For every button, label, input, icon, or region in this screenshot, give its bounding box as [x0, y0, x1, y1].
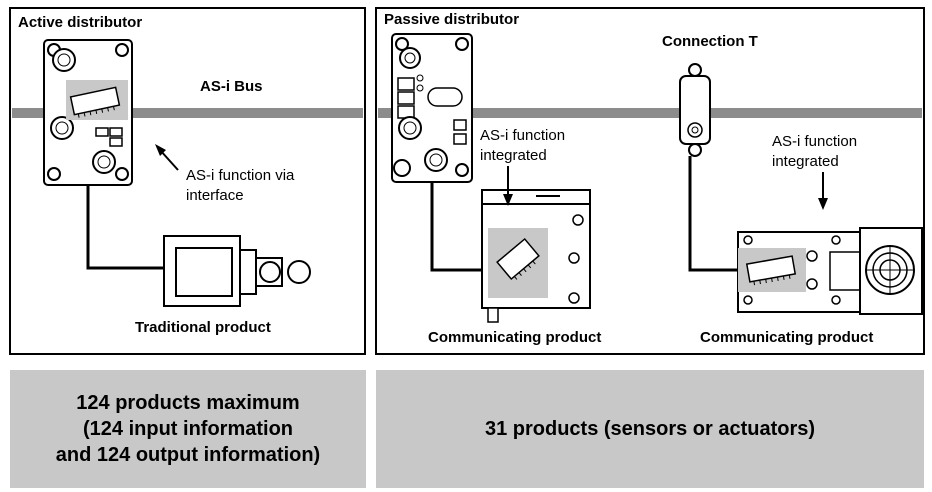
function-integrated-2-line2: integrated [772, 153, 839, 170]
as-i-bus-label: AS-i Bus [200, 78, 263, 95]
arrow-icon [818, 172, 828, 210]
as-i-bus-left [12, 108, 363, 118]
summary-left-line2: (124 input information [83, 418, 293, 440]
active-distributor-title: Active distributor [18, 14, 142, 31]
traditional-product-label: Traditional product [135, 319, 271, 336]
chip-icon [738, 248, 806, 292]
left-panel-frame [9, 7, 366, 355]
communicating-product-2 [737, 227, 923, 315]
cable-left [86, 185, 166, 270]
connection-t [679, 63, 711, 157]
function-via-interface-line1: AS-i function via [186, 167, 295, 184]
as-i-bus-right [378, 108, 922, 118]
arrow-icon [503, 166, 513, 206]
function-via-interface-line2: interface [186, 187, 244, 204]
summary-right-text: 31 products (sensors or actuators) [484, 418, 816, 440]
summary-right-box: 31 products (sensors or actuators) [376, 370, 924, 488]
function-integrated-1-line2: integrated [480, 147, 547, 164]
summary-left-line1: 124 products maximum [76, 392, 300, 414]
communicating-product-2-label: Communicating product [700, 329, 873, 346]
cable-right-2 [688, 156, 740, 272]
right-panel-frame [375, 7, 925, 355]
connection-t-label: Connection T [662, 33, 758, 50]
function-integrated-2-line1: AS-i function [772, 133, 857, 150]
chip-icon [488, 228, 548, 298]
communicating-product-1-label: Communicating product [428, 329, 601, 346]
passive-distributor [391, 33, 473, 183]
arrow-icon [155, 144, 179, 171]
function-integrated-1-line1: AS-i function [480, 127, 565, 144]
summary-left-line3: and 124 output information) [55, 444, 321, 466]
chip-icon [66, 80, 128, 120]
traditional-product [163, 235, 311, 307]
summary-left-box: 124 products maximum (124 input informat… [10, 370, 366, 488]
passive-distributor-title: Passive distributor [384, 11, 519, 28]
